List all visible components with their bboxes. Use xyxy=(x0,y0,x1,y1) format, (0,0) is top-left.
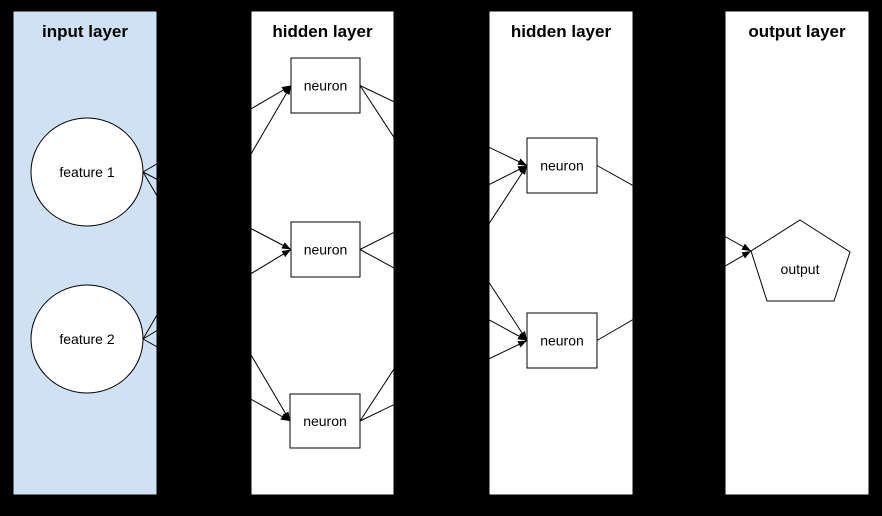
node-h1n2 xyxy=(290,221,361,278)
node-label-h1n3: neuron xyxy=(303,413,347,429)
node-h2n2 xyxy=(526,312,598,369)
node-label-output1: output xyxy=(781,261,820,277)
node-feature2 xyxy=(30,284,144,394)
node-label-feature2: feature 2 xyxy=(59,331,114,347)
layer-title-output: output layer xyxy=(748,22,846,41)
node-label-h2n1: neuron xyxy=(540,158,584,174)
node-feature1 xyxy=(30,117,144,227)
node-label-feature1: feature 1 xyxy=(59,164,114,180)
gap-mask-3 xyxy=(634,0,725,516)
node-output1 xyxy=(750,219,851,302)
node-h1n3 xyxy=(289,393,361,449)
gap-mask-2 xyxy=(395,0,489,516)
layer-title-hidden1: hidden layer xyxy=(272,22,373,41)
node-label-h1n2: neuron xyxy=(304,242,348,258)
layer-panel-input xyxy=(12,10,158,496)
layer-title-hidden2: hidden layer xyxy=(511,22,612,41)
layer-title-input: input layer xyxy=(42,22,128,41)
layer-panel-hidden2 xyxy=(488,10,634,496)
node-h1n1 xyxy=(290,57,361,114)
node-label-h1n1: neuron xyxy=(304,78,348,94)
gap-mask-1 xyxy=(158,0,251,516)
node-h2n1 xyxy=(526,137,598,194)
node-label-h2n2: neuron xyxy=(540,333,584,349)
